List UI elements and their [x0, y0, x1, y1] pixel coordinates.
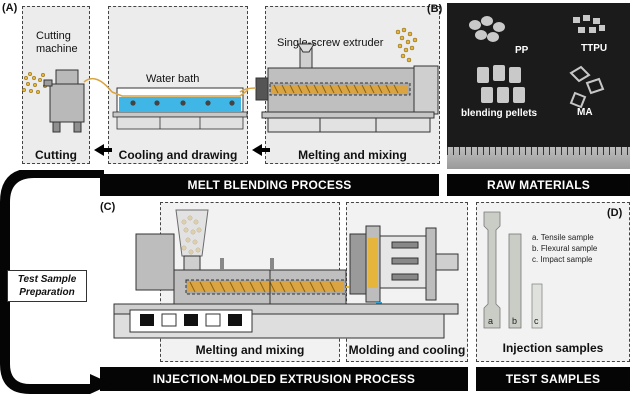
sample-legend-b: b. Flexural sample — [532, 244, 598, 253]
sample-legend-a: a. Tensile sample — [532, 233, 594, 242]
samples-drawing — [483, 211, 543, 329]
water-bath-drawing — [111, 87, 249, 130]
ruler-ticks — [447, 147, 630, 155]
test-samples-bar: TEST SAMPLES — [476, 367, 630, 391]
ma-label: MA — [577, 107, 593, 118]
cutting-machine-label: Cutting machine — [36, 30, 78, 55]
cut-pellets — [21, 71, 48, 95]
pellet-photo-drawing — [469, 15, 605, 109]
stage-molding-label: Molding and cooling — [348, 343, 466, 357]
raw-materials-bar: RAW MATERIALS — [447, 174, 630, 196]
cooling-box — [108, 6, 248, 164]
panel-c-illustration — [113, 209, 459, 339]
stage-melting-label-a: Melting and mixing — [298, 148, 407, 162]
melt-blending-title: MELT BLENDING PROCESS — [187, 178, 352, 192]
sample-legend-c: c. Impact sample — [532, 255, 593, 264]
pp-label: PP — [515, 45, 529, 56]
raw-materials-title: RAW MATERIALS — [486, 178, 591, 192]
blending-pellets-label: blending pellets — [461, 108, 538, 119]
sample-legend: a. Tensile sample b. Flexural sample c. … — [532, 232, 597, 265]
sample-letter-b: b — [512, 316, 518, 326]
test-samples-box — [476, 202, 630, 362]
test-samples-title: TEST SAMPLES — [505, 372, 601, 386]
extruder-drawing — [255, 43, 439, 133]
ruler — [447, 147, 630, 169]
stage-cooling-label: Cooling and drawing — [118, 148, 238, 162]
injection-samples-caption: Injection samples — [502, 341, 604, 355]
raw-materials-photo: PP TTPU blending pellets MA — [447, 3, 630, 169]
panel-a-illustration — [21, 27, 439, 156]
panel-label-a: (A) — [2, 2, 18, 14]
injection-bar: INJECTION-MOLDED EXTRUSION PROCESS — [100, 367, 468, 391]
panel-label-c: (C) — [100, 201, 116, 213]
stage-cutting-label: Cutting — [35, 148, 77, 162]
sample-letter-a: a — [488, 316, 494, 326]
stage-melting-label-c: Melting and mixing — [195, 343, 305, 357]
flow-arrow — [0, 170, 112, 394]
process-arrows — [94, 144, 270, 156]
panel-label-d: (D) — [607, 207, 623, 219]
panel-label-b: (B) — [427, 3, 443, 15]
test-sample-preparation: Test Sample Preparation — [7, 270, 87, 302]
feed-pellets — [395, 27, 418, 63]
melt-blending-bar: MELT BLENDING PROCESS — [100, 174, 439, 196]
cutting-machine-drawing — [43, 69, 85, 133]
injection-title: INJECTION-MOLDED EXTRUSION PROCESS — [152, 372, 416, 386]
strand-to-cutter — [83, 77, 113, 93]
sample-letter-c: c — [534, 316, 539, 326]
ttpu-label: TTPU — [581, 43, 608, 54]
water-bath-label: Water bath — [146, 73, 200, 85]
